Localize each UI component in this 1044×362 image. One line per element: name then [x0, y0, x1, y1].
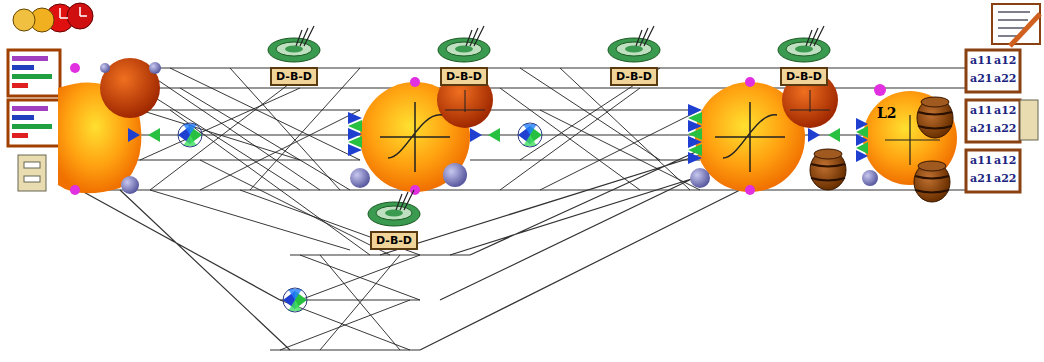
matrix-entry: a21 [970, 72, 992, 85]
node-text: D-B-D [616, 70, 652, 83]
dbd-box: D-B-D [440, 67, 488, 86]
matrix-entry: a22 [994, 122, 1016, 135]
matrix-entry: a11 [970, 54, 992, 67]
dbd-box: D-B-D [370, 231, 418, 250]
matrix-entry: a12 [994, 154, 1016, 167]
matrix-entry: a12 [994, 54, 1016, 67]
node-text: D-B-D [376, 234, 412, 247]
matrix-entry: a22 [994, 72, 1016, 85]
node-text: D-B-D [786, 70, 822, 83]
matrix-entry: a22 [994, 172, 1016, 185]
node-text: L2 [877, 105, 897, 121]
matrix-entry: a21 [970, 122, 992, 135]
dbd-box: D-B-D [610, 67, 658, 86]
node-text: D-B-D [446, 70, 482, 83]
matrix-entry: a21 [970, 172, 992, 185]
matrix-entry: a12 [994, 104, 1016, 117]
node-text: D-B-D [276, 70, 312, 83]
dbd-box: D-B-D [780, 67, 828, 86]
matrix-entry: a11 [970, 154, 992, 167]
dbd-box: D-B-D [270, 67, 318, 86]
matrix-entry: a11 [970, 104, 992, 117]
normalization-node: L2 [863, 91, 957, 185]
